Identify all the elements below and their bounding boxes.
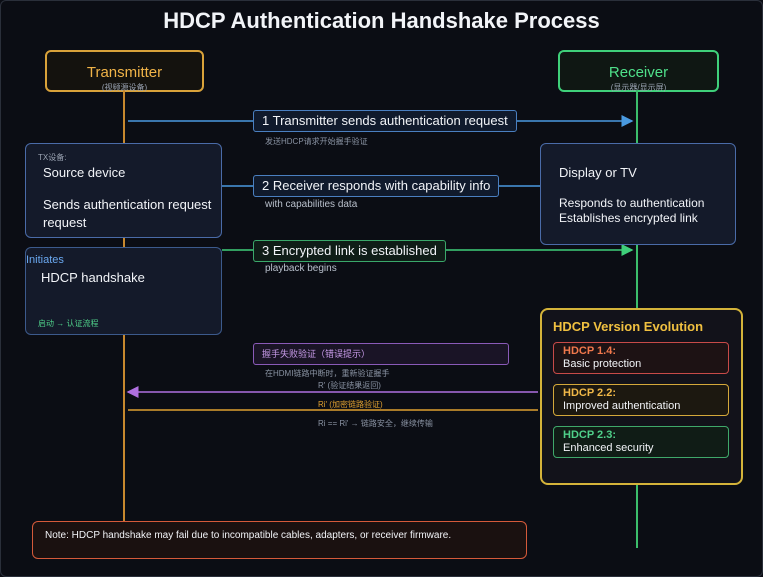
transmitter-card-line1: Source device — [43, 165, 126, 180]
transmitter-header: Transmitter (视频源设备) — [45, 50, 204, 92]
initiates-foot: 启动 → 认证流程 — [38, 319, 99, 328]
version-panel: HDCP Version Evolution HDCP 1.4: Basic p… — [540, 308, 743, 485]
version-1-4: HDCP 1.4: Basic protection — [553, 342, 729, 374]
message-3: 3 Encrypted link is established — [253, 240, 446, 262]
failure-note-1: 在HDMI链路中断时，重新验证握手 — [265, 369, 390, 378]
version-2-2-desc: Improved authentication — [563, 400, 681, 412]
failure-message: 握手失败验证（错误提示） — [253, 343, 509, 365]
receiver-header: Receiver (显示器/显示屏) — [558, 50, 719, 92]
version-2-3: HDCP 2.3: Enhanced security — [553, 426, 729, 458]
initiates-tag: Initiates — [26, 254, 64, 266]
receiver-card-line1: Display or TV — [559, 165, 637, 180]
failure-note-4: Ri == Ri' → 链路安全，继续传输 — [318, 419, 433, 428]
note-box: Note: HDCP handshake may fail due to inc… — [32, 521, 527, 559]
diagram-title: HDCP Authentication Handshake Process — [163, 8, 600, 33]
version-2-3-desc: Enhanced security — [563, 442, 654, 454]
version-2-2-key: HDCP 2.2: — [563, 387, 616, 399]
receiver-label: Receiver — [608, 64, 669, 81]
receiver-card-line3: Establishes encrypted link — [559, 211, 698, 225]
version-2-3-key: HDCP 2.3: — [563, 429, 616, 441]
receiver-card-line2: Responds to authentication — [559, 196, 705, 210]
transmitter-sublabel: (视频源设备) — [101, 83, 148, 92]
failure-note-3: Ri' (加密链路验证) — [318, 400, 383, 409]
version-1-4-desc: Basic protection — [563, 358, 642, 370]
message-2-note: with capabilities data — [265, 199, 358, 210]
receiver-sublabel: (显示器/显示屏) — [610, 83, 667, 92]
version-2-2: HDCP 2.2: Improved authentication — [553, 384, 729, 416]
note-text: Note: HDCP handshake may fail due to inc… — [45, 530, 452, 541]
message-1: 1 Transmitter sends authentication reque… — [253, 110, 517, 132]
transmitter-card: TX设备: Source device Sends authentication… — [25, 143, 222, 238]
version-panel-title: HDCP Version Evolution — [553, 319, 704, 334]
transmitter-card-line2: Sends authentication request — [43, 197, 212, 212]
version-1-4-key: HDCP 1.4: — [563, 345, 616, 357]
message-2: 2 Receiver responds with capability info — [253, 175, 500, 197]
receiver-card: Display or TV Responds to authentication… — [540, 143, 736, 245]
transmitter-card-line3: request — [43, 215, 87, 230]
transmitter-card-tag: TX设备: — [38, 153, 67, 162]
transmitter-label: Transmitter — [86, 64, 163, 81]
initiates-card: Initiates HDCP handshake 启动 → 认证流程 — [25, 247, 222, 335]
failure-note-2: R' (验证结果返回) — [318, 381, 381, 390]
message-1-note: 发送HDCP请求开始握手验证 — [265, 137, 368, 146]
message-3-note: playback begins — [265, 263, 337, 274]
initiates-line1: HDCP handshake — [41, 270, 145, 285]
